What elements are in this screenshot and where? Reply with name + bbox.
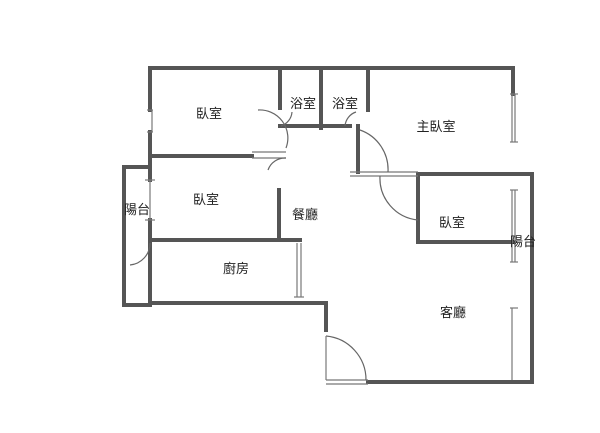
room-label-kitchen: 廚房 [223, 261, 249, 277]
room-label-dining: 餐廳 [292, 207, 318, 223]
door-swings [129, 109, 419, 381]
room-label-bath-1: 浴室 [290, 96, 316, 112]
interior-walls [148, 66, 514, 244]
room-label-bedroom-nw: 臥室 [196, 106, 222, 122]
room-label-bath-2: 浴室 [332, 96, 358, 112]
room-label-bedroom-w: 臥室 [193, 192, 219, 208]
room-label-balcony-w: 陽台 [124, 203, 150, 218]
room-label-master-bedroom: 主臥室 [416, 119, 455, 135]
exterior-walls [122, 66, 534, 384]
room-label-balcony-e: 陽台 [510, 235, 536, 250]
room-label-living: 客廳 [440, 305, 466, 321]
window-marks [145, 93, 518, 385]
room-label-bedroom-e: 臥室 [439, 215, 465, 231]
